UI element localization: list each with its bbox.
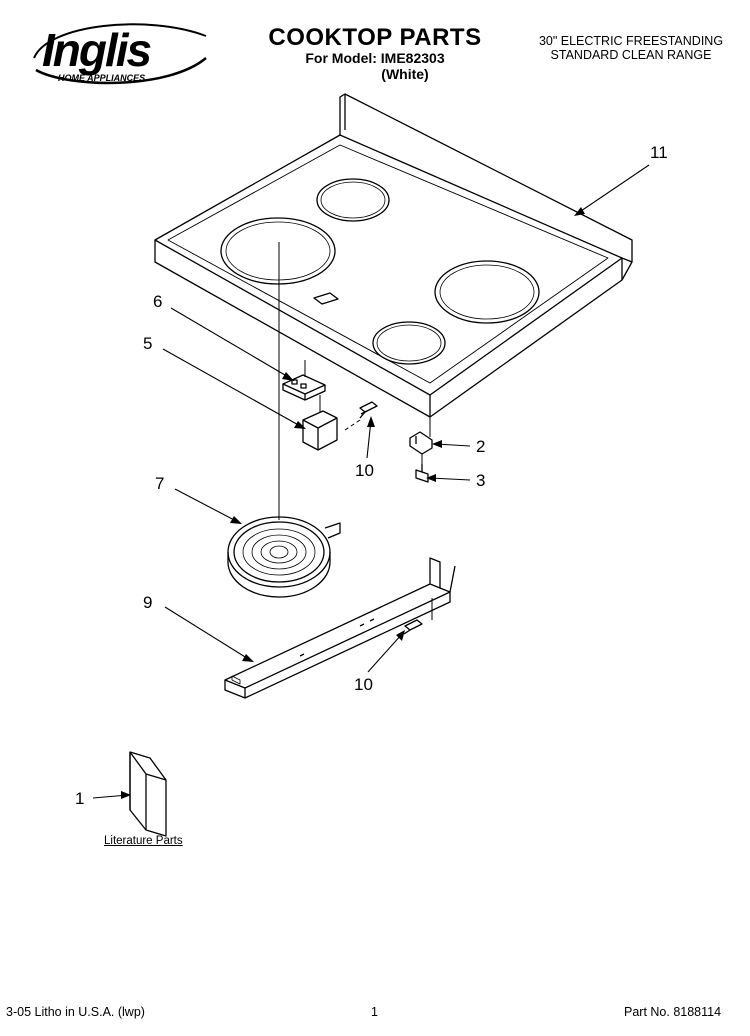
callout-11: 11: [650, 143, 668, 162]
model-line: For Model: IME82303: [305, 50, 445, 66]
callout-2: 2: [476, 437, 486, 456]
callout-leader-lines: [92, 164, 650, 799]
assembly-guide-lines: [278, 242, 433, 620]
literature-parts-label: Literature Parts: [104, 835, 183, 847]
element-support-channel: [224, 557, 456, 699]
callout-10-upper: 10: [355, 461, 374, 480]
callout-7: 7: [155, 474, 165, 493]
clip-screw: [415, 464, 429, 483]
mounting-screw-lower: [403, 619, 423, 635]
hot-surface-switch: [282, 374, 326, 401]
callout-arrowheads: [121, 207, 585, 799]
callout-1: 1: [75, 789, 85, 808]
product-description-line2: STANDARD CLEAN RANGE: [550, 48, 712, 62]
literature-booklet: [129, 751, 167, 837]
callout-9: 9: [143, 593, 153, 612]
logo-wordmark: Inglis: [42, 24, 152, 76]
cooktop-clip: [409, 431, 433, 455]
footer-part-number: Part No. 8188114: [624, 1005, 722, 1019]
mounting-screw-upper: [359, 401, 378, 419]
footer-page-number: 1: [371, 1005, 378, 1019]
inglis-logo: Inglis HOME APPLIANCES: [33, 23, 207, 85]
callout-3: 3: [476, 471, 486, 490]
callout-10-lower: 10: [354, 675, 373, 694]
footer-litho: 3-05 Litho in U.S.A. (lwp): [6, 1005, 145, 1019]
product-description-line1: 30" ELECTRIC FREESTANDING: [538, 34, 724, 48]
page-title: COOKTOP PARTS: [268, 24, 482, 51]
callout-5: 5: [143, 334, 153, 353]
cooktop-glass-top: [154, 93, 633, 418]
color-line: (White): [381, 66, 429, 82]
radiant-surface-element: [227, 516, 341, 598]
logo-tagline: HOME APPLIANCES: [58, 73, 145, 83]
switch-bracket: [302, 410, 338, 451]
callout-6: 6: [153, 292, 163, 311]
